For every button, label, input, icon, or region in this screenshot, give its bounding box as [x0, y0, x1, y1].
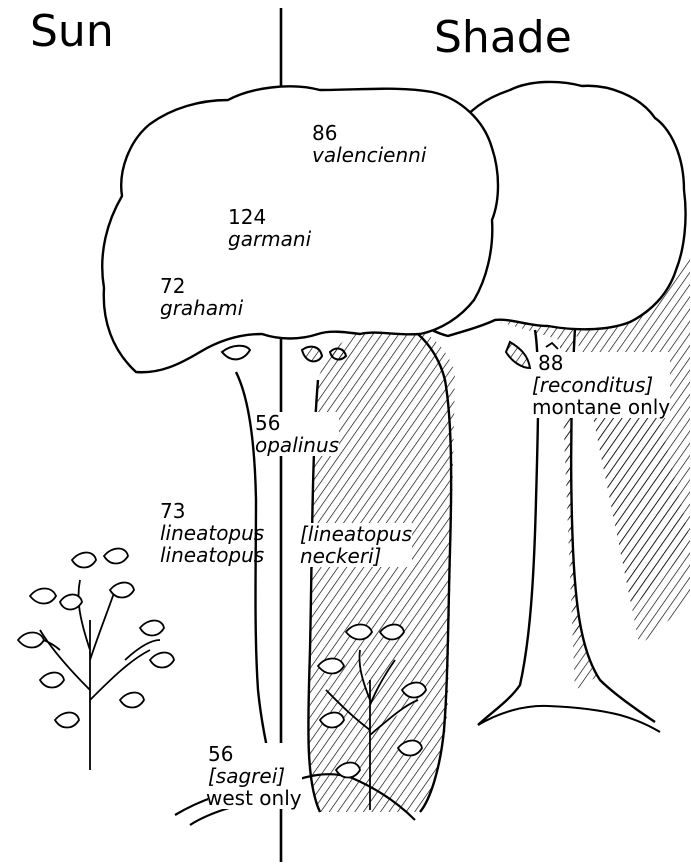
species-count: 56	[208, 743, 302, 765]
species-subname: lineatopus	[160, 544, 264, 566]
species-name: garmani	[228, 228, 311, 250]
species-label-grahami: 72 grahami	[160, 275, 243, 319]
species-label-valencienni: 86 valencienni	[312, 122, 426, 166]
species-count: 56	[255, 412, 339, 434]
species-name: [lineatopus	[300, 523, 412, 545]
canopy-stub-1	[222, 346, 250, 360]
right-tree-roots	[478, 706, 660, 732]
species-label-sagrei: 56 [sagrei] west only	[208, 743, 302, 809]
shade-header: Shade	[434, 14, 572, 62]
species-count: 73	[160, 500, 264, 522]
sun-header: Sun	[30, 8, 114, 56]
left-bush	[18, 549, 174, 771]
species-count: 88	[538, 352, 670, 374]
right-branch-stub	[506, 342, 530, 368]
reconditus-tick	[546, 343, 558, 349]
species-range-note: west only	[206, 787, 302, 809]
species-name: valencienni	[312, 144, 426, 166]
species-label-lineatopus-neckeri: [lineatopus neckeri]	[300, 523, 412, 567]
species-count: 86	[312, 122, 426, 144]
species-name: [sagrei]	[208, 765, 302, 787]
species-name: grahami	[160, 297, 243, 319]
species-name: lineatopus	[160, 522, 264, 544]
species-subname: neckeri]	[300, 545, 412, 567]
canopy-stub-2	[302, 347, 322, 362]
species-count: 124	[228, 206, 311, 228]
species-label-garmani: 124 garmani	[228, 206, 311, 250]
species-name: opalinus	[255, 434, 339, 456]
species-label-opalinus: 56 opalinus	[255, 412, 339, 456]
species-name: [reconditus]	[532, 374, 670, 396]
species-range-note: montane only	[532, 396, 670, 418]
canopy-stub-3	[330, 349, 346, 360]
species-label-reconditus: 88 [reconditus] montane only	[532, 352, 670, 418]
species-label-lineatopus-lineatopus: 73 lineatopus lineatopus	[160, 500, 264, 566]
species-count: 72	[160, 275, 243, 297]
